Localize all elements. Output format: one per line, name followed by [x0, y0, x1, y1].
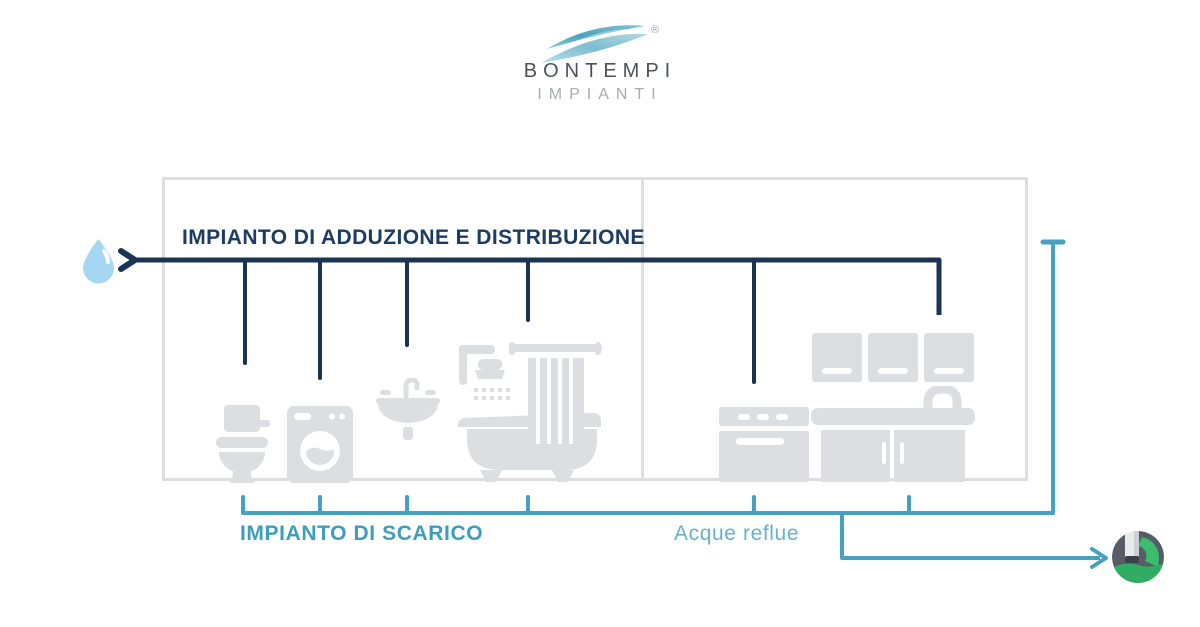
logo: ® BONTEMPI IMPIANTI — [0, 0, 1200, 120]
wave-logo-icon — [541, 25, 648, 63]
logo-brand-text: BONTEMPI — [523, 60, 677, 82]
drain-system-label: IMPIANTO DI SCARICO — [240, 522, 484, 545]
registered-mark: ® — [651, 24, 660, 36]
room-divider — [641, 177, 644, 481]
kitchen-counter-icon — [811, 386, 975, 482]
water-drop-icon — [83, 239, 114, 284]
drain-outlet-icon — [1112, 531, 1164, 583]
washing-machine-icon — [287, 406, 353, 483]
shower-bathtub-icon — [457, 342, 602, 482]
supply-arrow-icon — [118, 248, 138, 272]
wastewater-label: Acque reflue — [674, 522, 800, 545]
logo-sub-text: IMPIANTI — [537, 86, 663, 103]
supply-system-label: IMPIANTO DI ADDUZIONE E DISTRIBUZIONE — [182, 226, 645, 249]
oven-icon — [719, 407, 809, 482]
wastewater-arrow-icon — [1090, 547, 1108, 569]
kitchen-cabinets-icon — [812, 333, 974, 382]
toilet-icon — [216, 405, 270, 483]
sink-icon — [376, 378, 440, 440]
